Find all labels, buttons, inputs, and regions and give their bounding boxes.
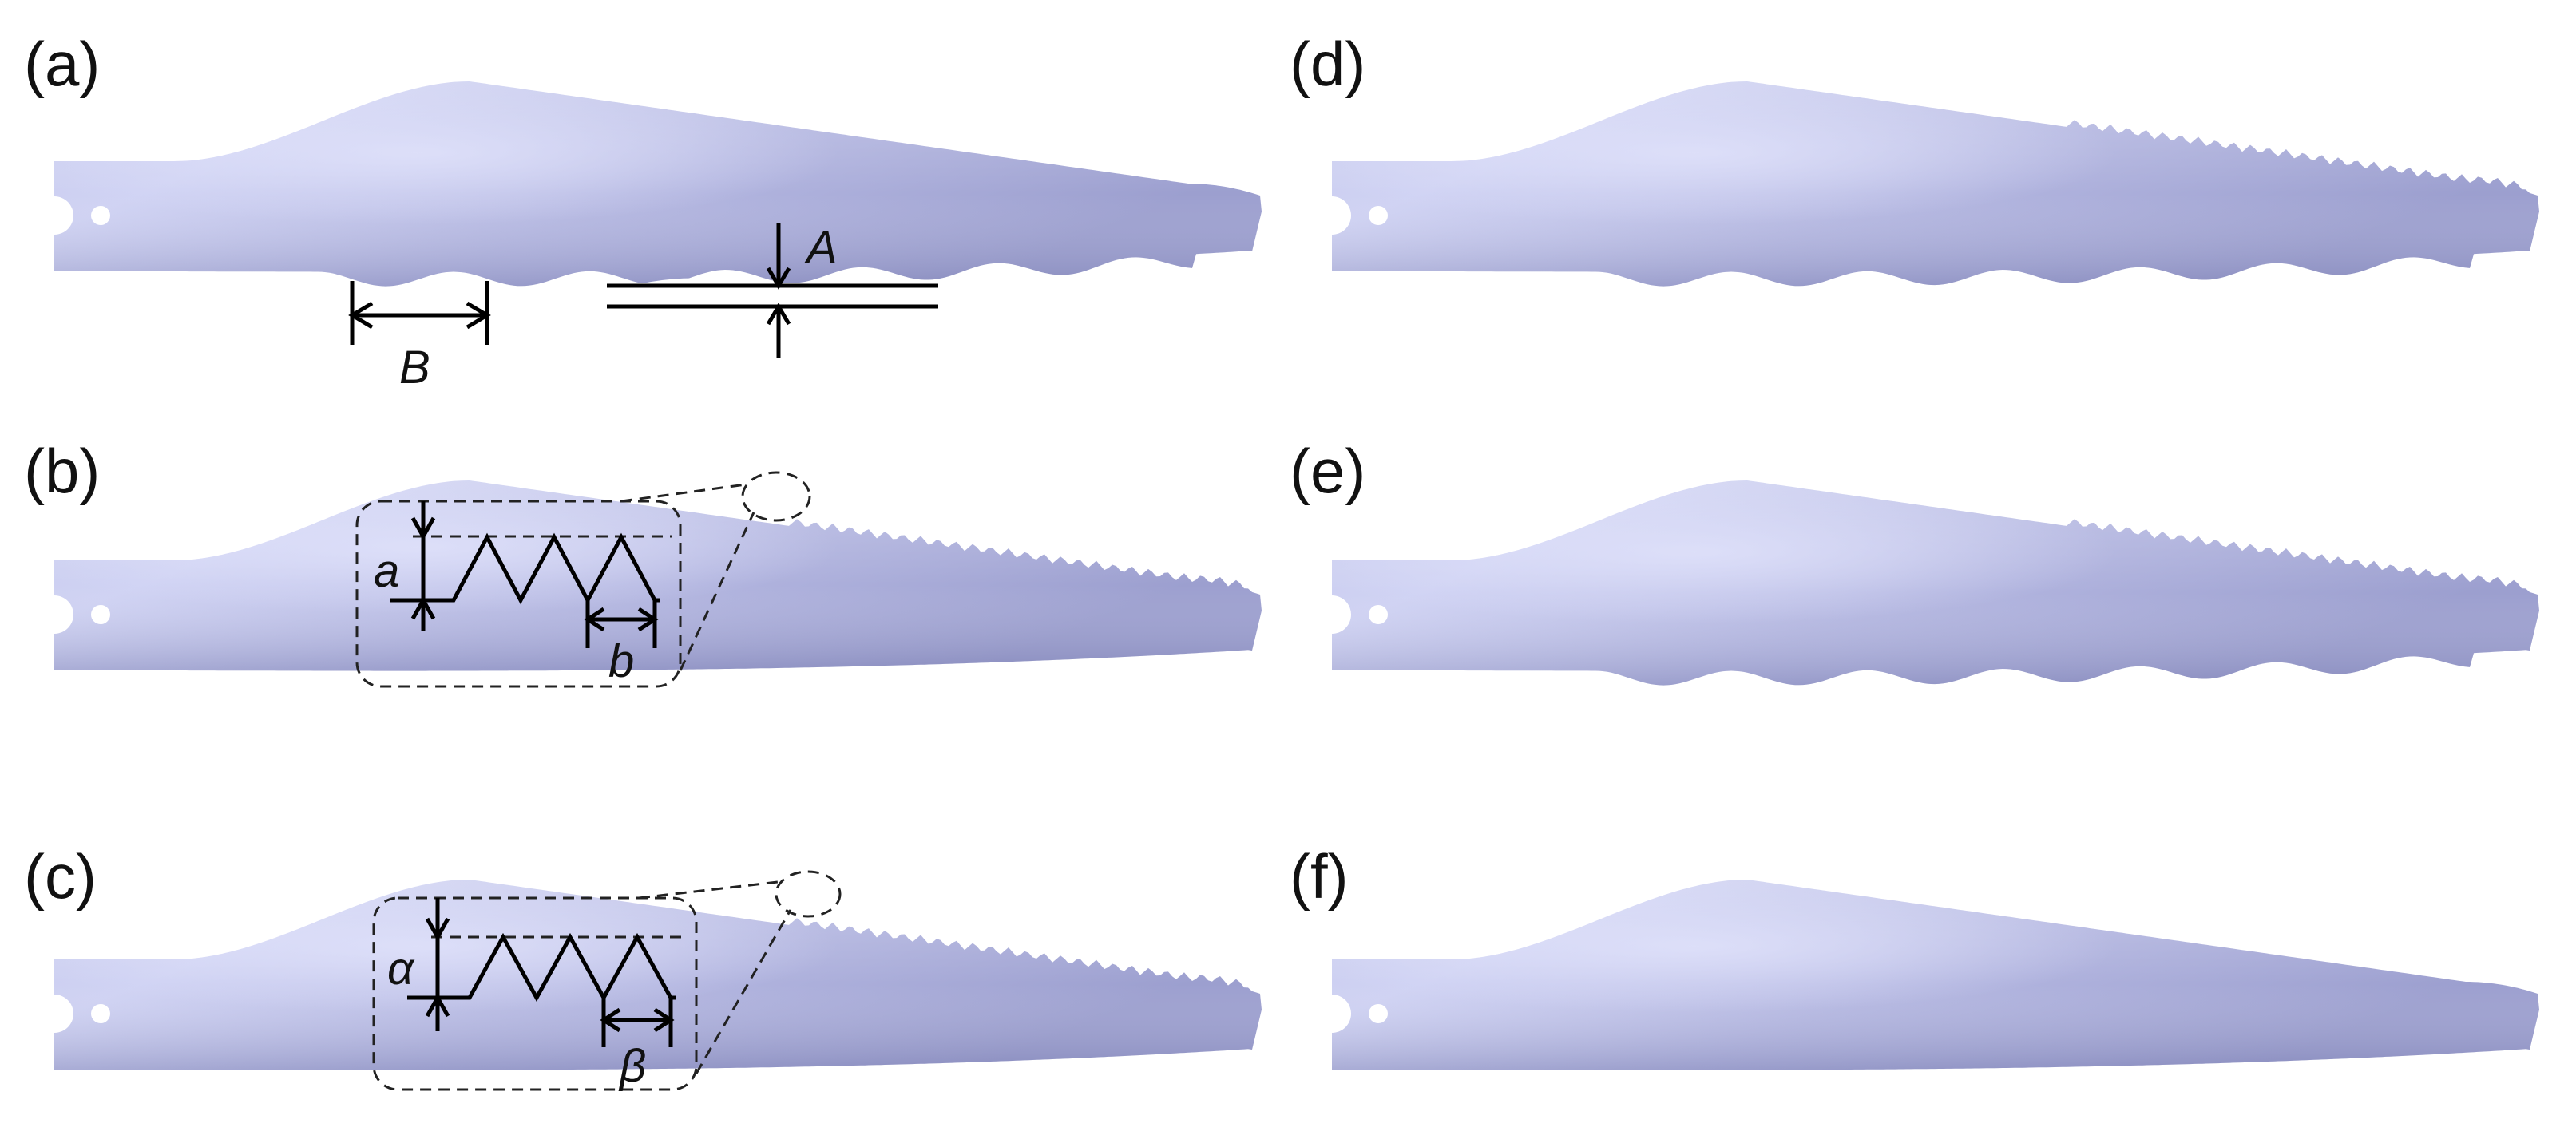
blade-f [1313,880,2539,1070]
mounting-hole [1369,605,1388,624]
blade-b [35,480,1262,671]
panel-label-e: (e) [1290,436,1365,506]
mounting-hole [91,206,110,225]
mounting-hole [1369,1004,1388,1023]
blade-d [1313,81,2539,287]
root-notch [1313,196,1351,235]
dim-label-a: a [374,545,399,597]
root-notch [35,595,73,634]
root-notch [1313,595,1351,634]
blade-highlight [54,480,1262,671]
dim-wavelength-B: B [348,281,491,393]
panel-label-f: (f) [1290,841,1349,912]
inset-serration-c: α β [372,870,842,1092]
panel-label-b: (b) [24,436,100,506]
dim-label-B: B [399,342,430,393]
blade-highlight [1332,81,2539,287]
blade-highlight [54,81,1262,287]
blade-highlight [1332,880,2539,1070]
panel-label-d: (d) [1290,29,1365,99]
inset-serration-b: a b [355,471,811,688]
dim-label-beta: β [618,1040,646,1092]
blade-a [35,81,1262,287]
root-notch [35,995,73,1033]
mounting-hole [91,1004,110,1023]
dim-label-alpha: α [387,943,415,995]
blade-highlight [1332,480,2539,686]
dim-label-A: A [804,222,838,274]
dim-label-b: b [608,635,634,687]
blade-e [1313,480,2539,686]
panel-label-a: (a) [24,29,100,99]
panel-label-c: (c) [24,841,97,912]
root-notch [35,196,73,235]
dim-amplitude-A: A [607,222,938,358]
blade-c [35,880,1262,1070]
mounting-hole [1369,206,1388,225]
root-notch [1313,995,1351,1033]
mounting-hole [91,605,110,624]
